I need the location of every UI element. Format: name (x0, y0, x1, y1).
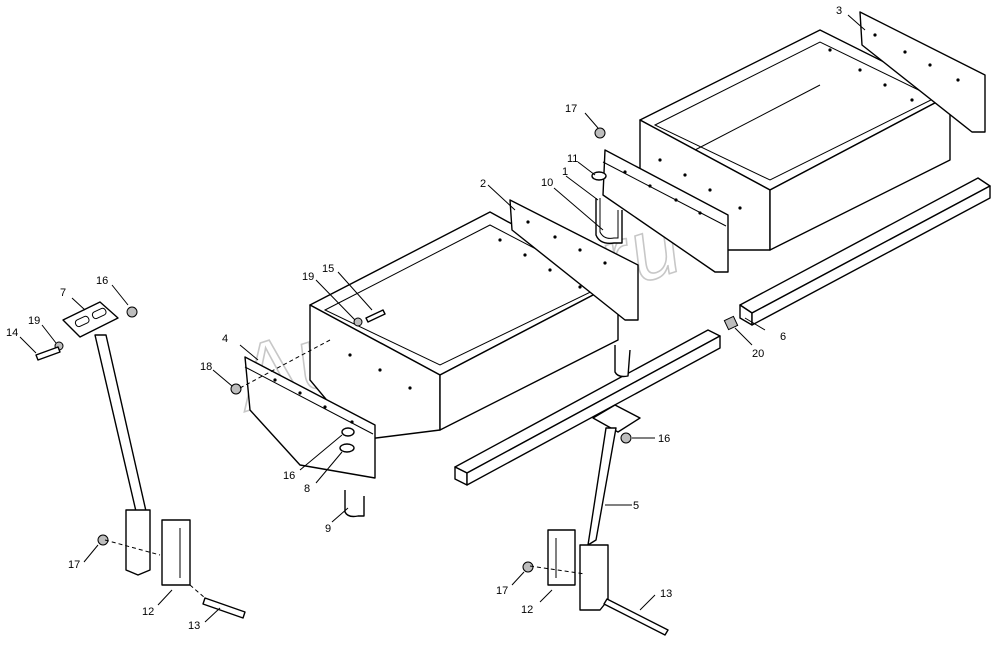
callout-2: 2 (480, 178, 486, 190)
bolt-13-right (603, 598, 669, 636)
right-hopper-box (639, 29, 951, 251)
callout-9: 9 (325, 523, 331, 535)
bolt-13-left (202, 597, 246, 619)
nut-16-leg (126, 306, 138, 318)
callout-13-left: 13 (188, 620, 200, 632)
callout-15: 15 (322, 263, 334, 275)
nut-18 (230, 383, 242, 395)
middle-back-plate (509, 199, 639, 321)
washer-19-mid (353, 317, 363, 327)
nut-17-right (522, 561, 534, 573)
end-cap-20 (723, 315, 739, 331)
callout-16-right: 16 (658, 433, 670, 445)
callout-4: 4 (222, 333, 228, 345)
callout-6: 6 (780, 331, 786, 343)
callout-17-right: 17 (496, 585, 508, 597)
leader-lines (19, 14, 866, 623)
callout-13-right: 13 (660, 588, 672, 600)
callout-8: 8 (304, 483, 310, 495)
washer-8 (339, 443, 355, 453)
callout-12-left: 12 (142, 606, 154, 618)
right-leg (547, 345, 641, 611)
callout-10: 10 (541, 177, 553, 189)
u-bolt-9 (344, 490, 365, 518)
callout-18: 18 (200, 361, 212, 373)
callout-7: 7 (60, 287, 66, 299)
nut-16-right (620, 432, 632, 444)
left-leg (62, 301, 191, 586)
callout-14: 14 (6, 327, 18, 339)
dash-18-to-hopper (239, 339, 331, 389)
callouts: 3 2 17 11 1 10 4 18 7 16 19 14 19 15 16 … (6, 5, 842, 632)
u-bolt-top (595, 198, 623, 245)
long-tube (739, 177, 991, 326)
callout-11: 11 (567, 153, 578, 165)
callout-17-top: 17 (565, 103, 577, 115)
callout-5: 5 (633, 500, 639, 512)
callout-3: 3 (836, 5, 842, 17)
bolt-14 (35, 346, 61, 361)
callout-16-leg: 16 (96, 275, 108, 287)
dash-13-left (189, 584, 206, 599)
dash-17-right (529, 565, 586, 575)
dash-17-left (104, 539, 161, 556)
cross-tube (454, 329, 721, 486)
nut-17-left (97, 534, 109, 546)
bolt-15 (365, 309, 386, 323)
right-side-plate (859, 11, 986, 133)
callout-1: 1 (562, 166, 568, 178)
middle-side-plate (602, 149, 729, 273)
callout-20: 20 (752, 348, 764, 360)
callout-17-left: 17 (68, 559, 80, 571)
callout-12-right: 12 (521, 604, 533, 616)
callout-19-mid: 19 (302, 271, 314, 283)
callout-19-leg: 19 (28, 315, 40, 327)
nut-16-left (341, 427, 355, 437)
nut-17-top (594, 127, 606, 139)
callout-16-left: 16 (283, 470, 295, 482)
washer-11 (591, 171, 607, 181)
